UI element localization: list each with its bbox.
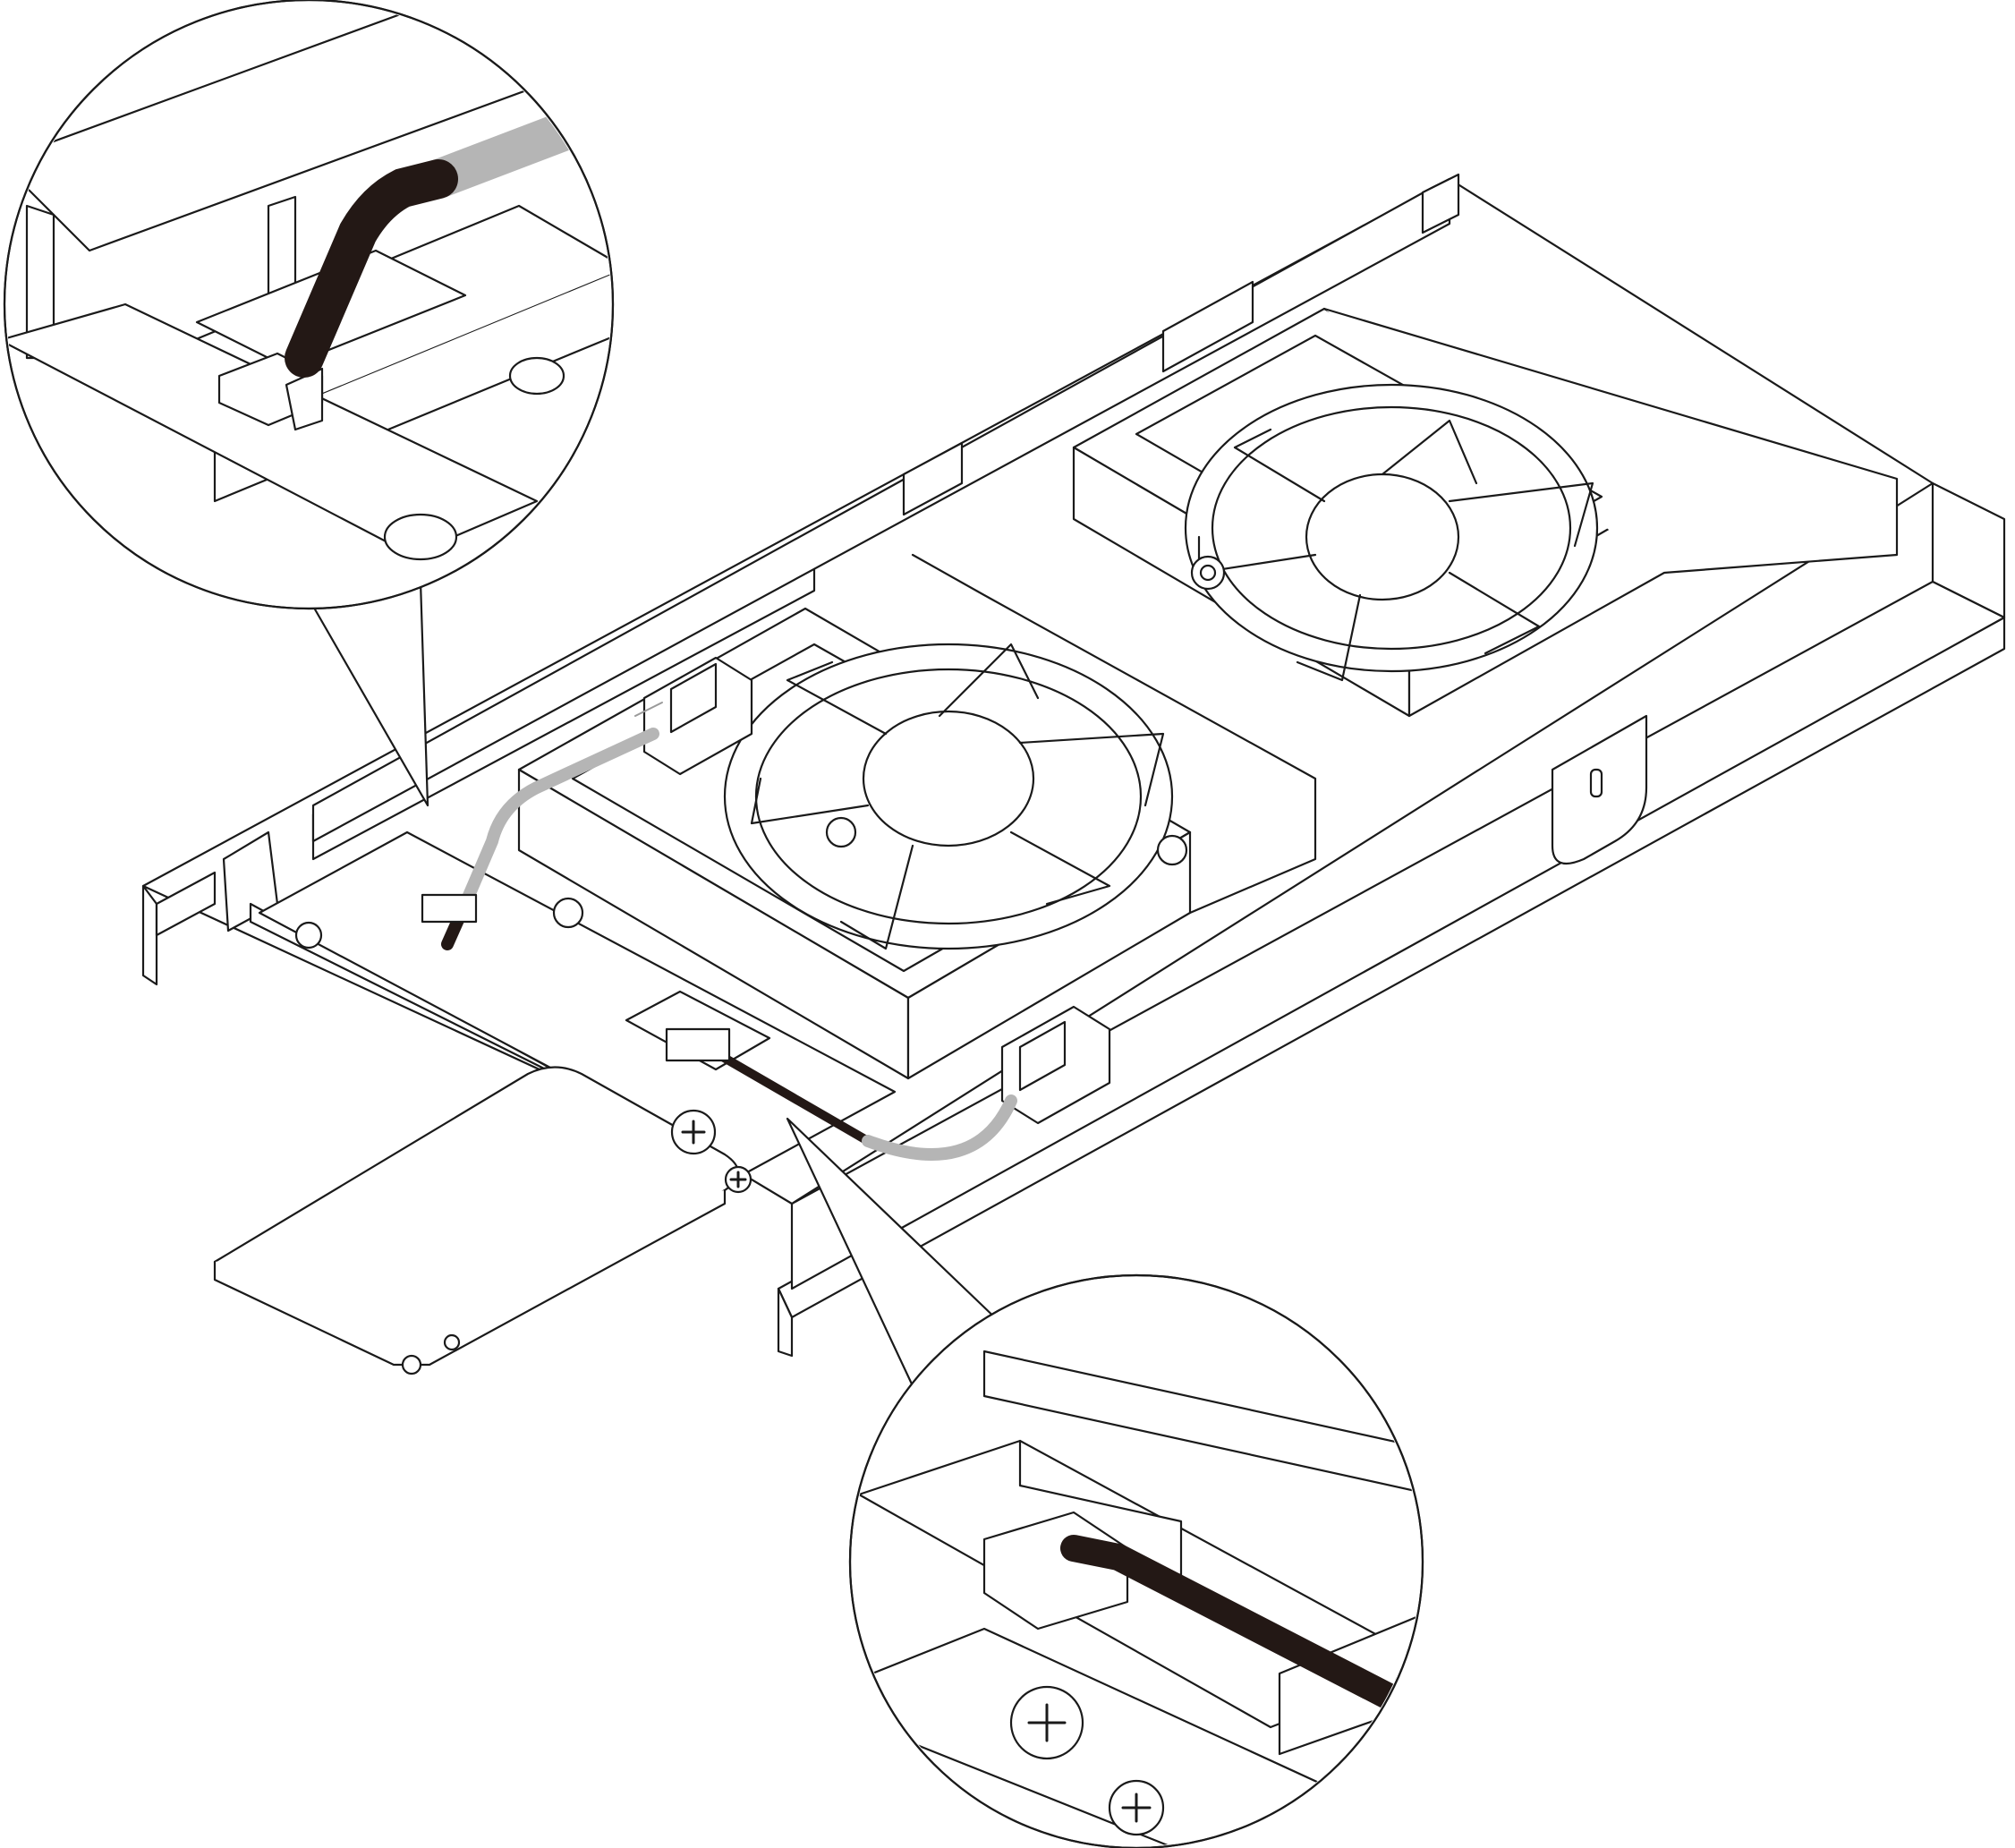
connector-icon	[634, 656, 753, 776]
callout-lower-right	[786, 1117, 1424, 1848]
fan-tray-assembly	[141, 173, 2006, 1375]
screw-icon	[724, 1165, 752, 1194]
connector-lower	[1000, 1005, 1111, 1125]
tray-side-wall	[777, 481, 2006, 1358]
callout-upper-left	[4, 0, 614, 807]
tray-back-wall	[311, 173, 1460, 843]
cover-plate	[213, 1066, 752, 1375]
fan-icon	[1184, 383, 1599, 682]
screw-icon	[1009, 1685, 1084, 1760]
connector-icon	[1000, 1005, 1111, 1125]
fan-cable	[421, 728, 1017, 1161]
tray-latch-clip	[1551, 714, 1648, 865]
fan-icon	[723, 643, 1174, 950]
screw-icon	[670, 1109, 717, 1155]
connector-upper	[634, 656, 753, 776]
screw-icon	[1108, 1779, 1165, 1836]
fan-2	[1072, 307, 1899, 718]
